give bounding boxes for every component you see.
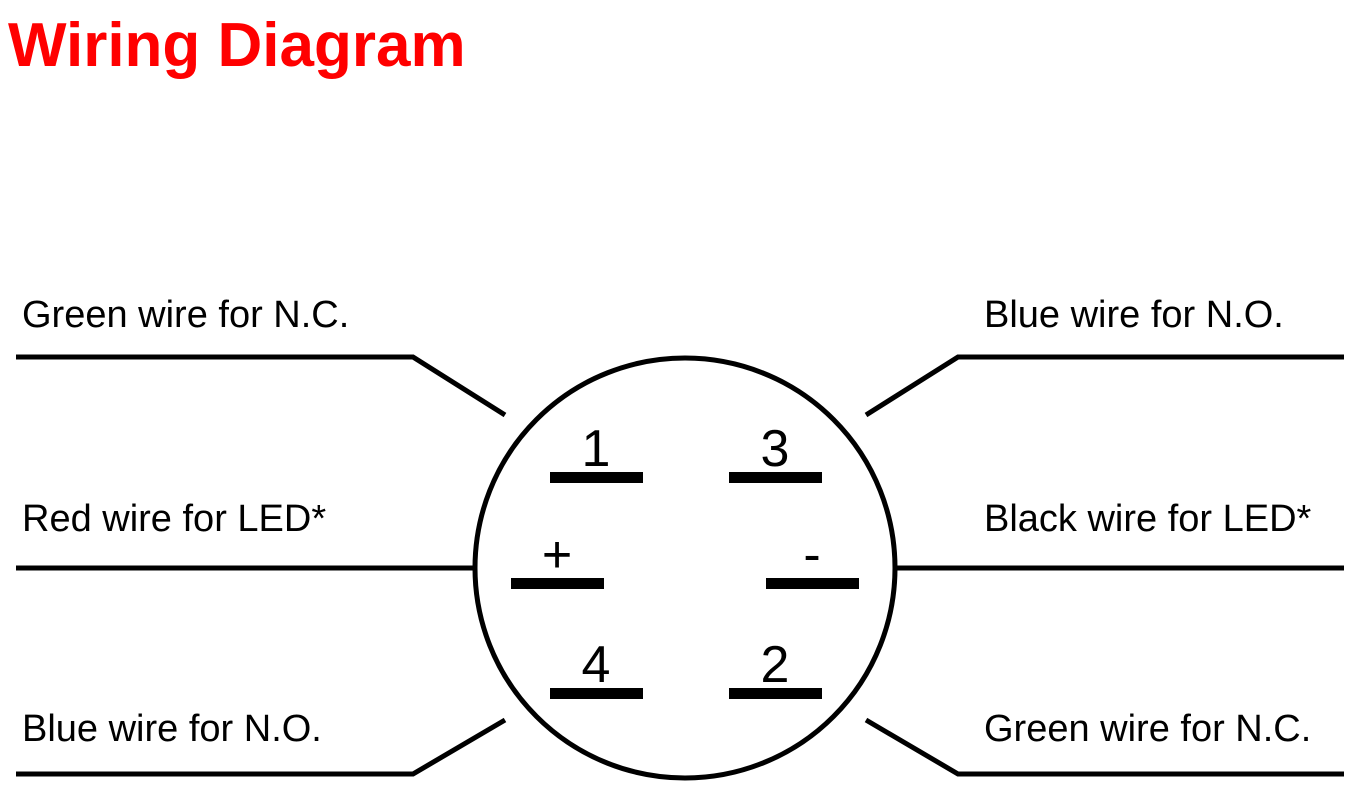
terminal-plus-contact-bar [511,578,604,589]
wire-labels-group: Green wire for N.C. Blue wire for N.O. Red… [22,294,1312,750]
wire-bottom-left-label: Blue wire for N.O. [22,708,322,750]
wire-top-right [864,354,1344,418]
terminal-3-contact-bar [729,472,822,483]
terminal-1: 1 [550,420,643,483]
terminal-2-label: 2 [761,636,790,694]
terminal-3-label: 3 [761,420,790,478]
wire-top-left-label: Green wire for N.C. [22,294,349,336]
wire-middle-right-label: Black wire for LED* [984,498,1312,540]
terminal-minus: - [766,526,859,589]
terminal-1-contact-bar [550,472,643,483]
wire-bottom-right [864,717,1344,777]
terminal-minus-label: - [803,526,820,584]
wire-bottom-left [16,717,507,777]
terminal-plus: + [511,526,604,589]
terminal-3: 3 [729,420,822,483]
page-title: Wiring Diagram [8,11,466,80]
wire-middle-left-label: Red wire for LED* [22,498,326,540]
switch-body-circle [472,355,898,781]
terminal-4-contact-bar [550,688,643,699]
wire-top-left [16,354,507,418]
terminal-2-contact-bar [729,688,822,699]
terminal-4-label: 4 [582,636,611,694]
wire-top-right-label: Blue wire for N.O. [984,294,1284,336]
terminal-plus-label: + [542,526,572,584]
terminal-minus-contact-bar [766,578,859,589]
terminal-1-label: 1 [582,420,611,478]
terminals-group: 1 3 + - 4 2 [511,420,859,699]
wire-bottom-right-label: Green wire for N.C. [984,708,1311,750]
wires-group [16,354,1344,777]
terminal-2: 2 [729,636,822,699]
terminal-4: 4 [550,636,643,699]
